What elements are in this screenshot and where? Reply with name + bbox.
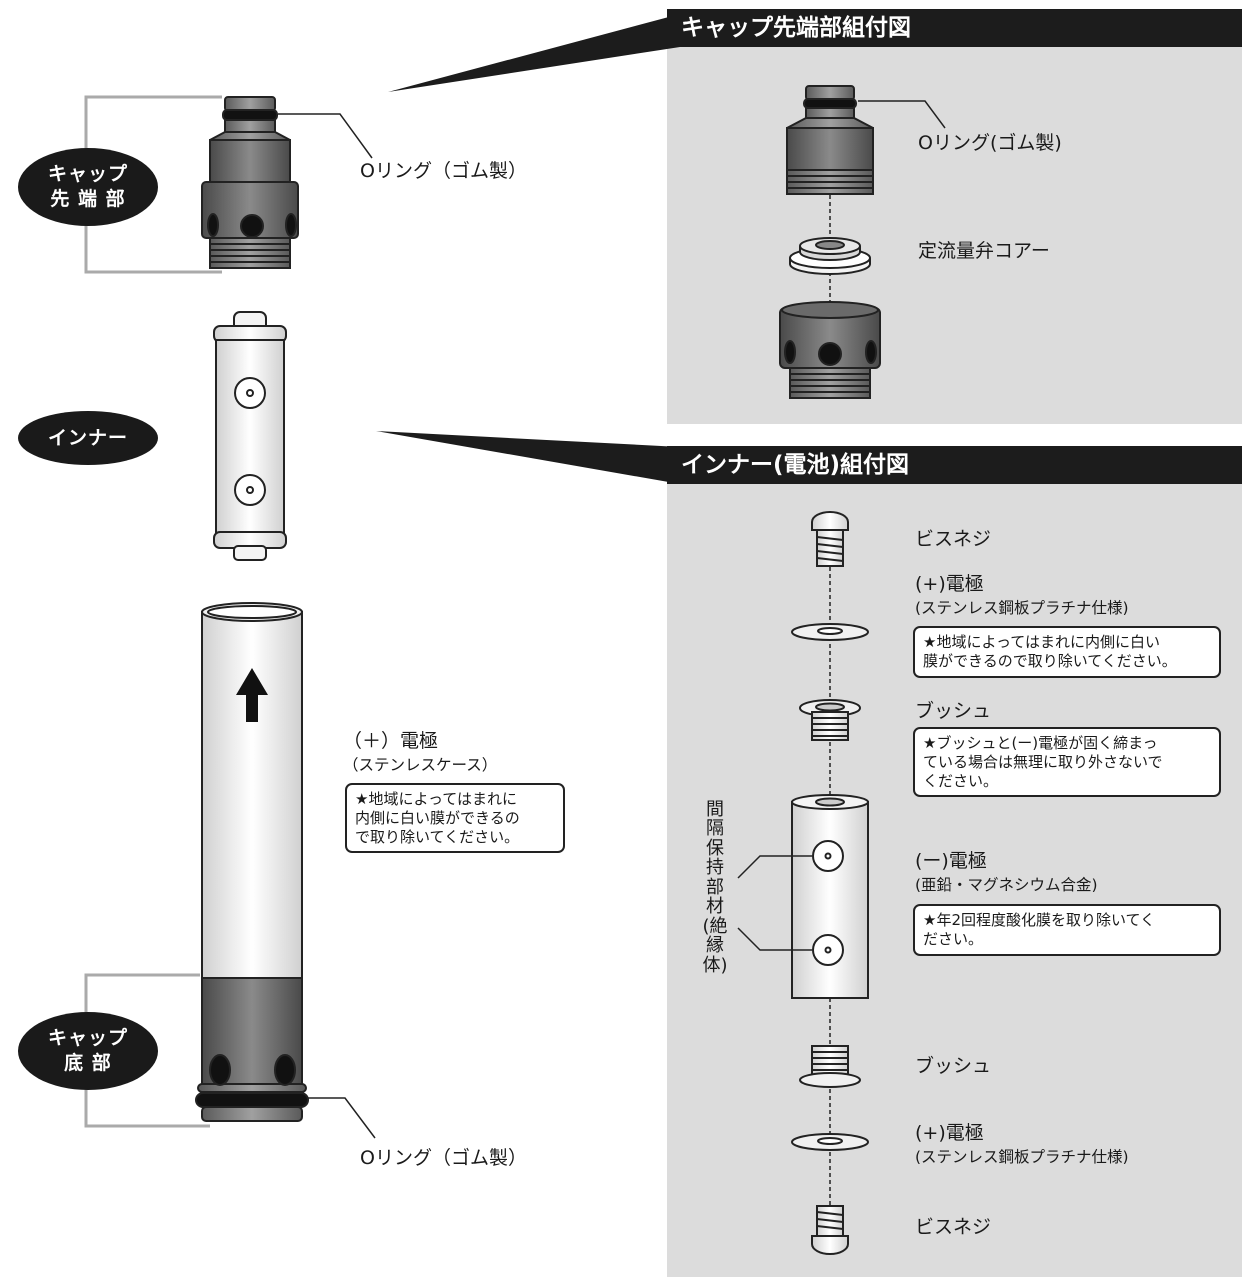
bush-top-label: ブッシュ bbox=[915, 700, 992, 722]
bush-note-line3: ください。 bbox=[923, 771, 999, 790]
inner-badge: インナー bbox=[18, 411, 158, 465]
valve-core-label: 定流量弁コアー bbox=[918, 240, 1050, 262]
minus-note: ★年2回程度酸化膜を取り除いてく ださい。 bbox=[913, 904, 1221, 956]
cap-tip-badge-line1: キャップ bbox=[47, 163, 128, 186]
case-plus-sub: （ステンレスケース） bbox=[343, 756, 498, 774]
cap-tip-oring-label: Oリング（ゴム製） bbox=[360, 160, 527, 182]
cap-tip-base-part bbox=[779, 301, 881, 399]
bush-bottom-label: ブッシュ bbox=[915, 1055, 992, 1077]
plus-bottom-sub: (ステンレス鋼板プラチナ仕様) bbox=[915, 1148, 1129, 1166]
case-note-line1: ★地域によってはまれに bbox=[355, 790, 517, 808]
inner-pointer bbox=[376, 431, 680, 484]
screw-top bbox=[811, 511, 849, 567]
bush-bottom bbox=[799, 1045, 861, 1088]
cap-tip-header: キャップ先端部組付図 bbox=[667, 9, 1242, 47]
cap-tip-assembly bbox=[201, 96, 299, 269]
screw-bottom-label: ビスネジ bbox=[915, 1216, 992, 1238]
cap-tip-top-part bbox=[786, 85, 874, 195]
plus-top-label: (+)電極 bbox=[915, 573, 984, 595]
inner-header: インナー(電池)組付図 bbox=[667, 446, 1242, 484]
inner-assembly bbox=[213, 311, 287, 561]
bush-note-line2: ている場合は無理に取り外さないで bbox=[923, 752, 1163, 771]
cap-bottom-badge: キャップ底 部 bbox=[18, 1012, 158, 1090]
case-note: ★地域によってはまれに 内側に白い膜ができるの で取り除いてください。 bbox=[345, 783, 565, 854]
case-plus-label: （＋）電極 bbox=[343, 730, 439, 752]
washer-top bbox=[791, 623, 869, 641]
cap-bottom-badge-line1: キャップ bbox=[47, 1027, 128, 1050]
minus-sub: (亜鉛・マグネシウム合金) bbox=[915, 876, 1098, 894]
cap-tip-panel bbox=[667, 40, 1242, 424]
valve-core bbox=[789, 237, 871, 275]
case-note-line3: で取り除いてください。 bbox=[355, 827, 520, 846]
plus-top-note-line2: 膜ができるので取り除いてください。 bbox=[923, 651, 1177, 670]
screw-top-label: ビスネジ bbox=[915, 528, 992, 550]
bush-note: ★ブッシュと(ー)電極が固く締まっ ている場合は無理に取り外さないで ください。 bbox=[913, 727, 1221, 798]
detail-oring-label: Oリング(ゴム製) bbox=[918, 132, 1062, 154]
minus-note-line1: ★年2回程度酸化膜を取り除いてく bbox=[923, 911, 1156, 929]
minus-label: (ー)電極 bbox=[915, 850, 987, 872]
minus-note-line2: ださい。 bbox=[923, 929, 984, 948]
arrow-up-icon bbox=[236, 668, 268, 722]
plus-bottom-label: (+)電極 bbox=[915, 1122, 984, 1144]
cap-bottom-oring-leader bbox=[308, 1097, 376, 1139]
bush-top bbox=[799, 699, 861, 741]
cap-tip-pointer bbox=[388, 14, 680, 92]
inner-badge-label: インナー bbox=[47, 426, 128, 449]
inner-panel bbox=[667, 475, 1242, 1277]
spacer-label: 間隔保持部材(絶縁体) bbox=[702, 799, 728, 976]
spacer-leader-top bbox=[737, 855, 812, 879]
case-note-line2: 内側に白い膜ができるの bbox=[355, 808, 520, 827]
spacer-block bbox=[791, 794, 869, 999]
plus-top-note-line1: ★地域によってはまれに内側に白い bbox=[923, 633, 1160, 651]
washer-bottom bbox=[791, 1133, 869, 1151]
plus-top-sub: (ステンレス鋼板プラチナ仕様) bbox=[915, 599, 1129, 617]
cap-tip-badge-line2: 先 端 部 bbox=[50, 188, 126, 210]
cap-detail-oring-leader bbox=[858, 100, 946, 129]
screw-bottom bbox=[811, 1205, 849, 1255]
cap-bottom-oring-label: Oリング（ゴム製） bbox=[360, 1147, 527, 1169]
cap-tip-oring-leader bbox=[278, 113, 373, 159]
spacer-leader-bottom bbox=[737, 927, 812, 951]
cap-bottom-badge-line2: 底 部 bbox=[64, 1052, 112, 1074]
plus-top-note: ★地域によってはまれに内側に白い 膜ができるので取り除いてください。 bbox=[913, 626, 1221, 678]
cap-tip-badge: キャップ先 端 部 bbox=[18, 148, 158, 226]
bush-note-line1: ★ブッシュと(ー)電極が固く締まっ bbox=[923, 734, 1158, 752]
